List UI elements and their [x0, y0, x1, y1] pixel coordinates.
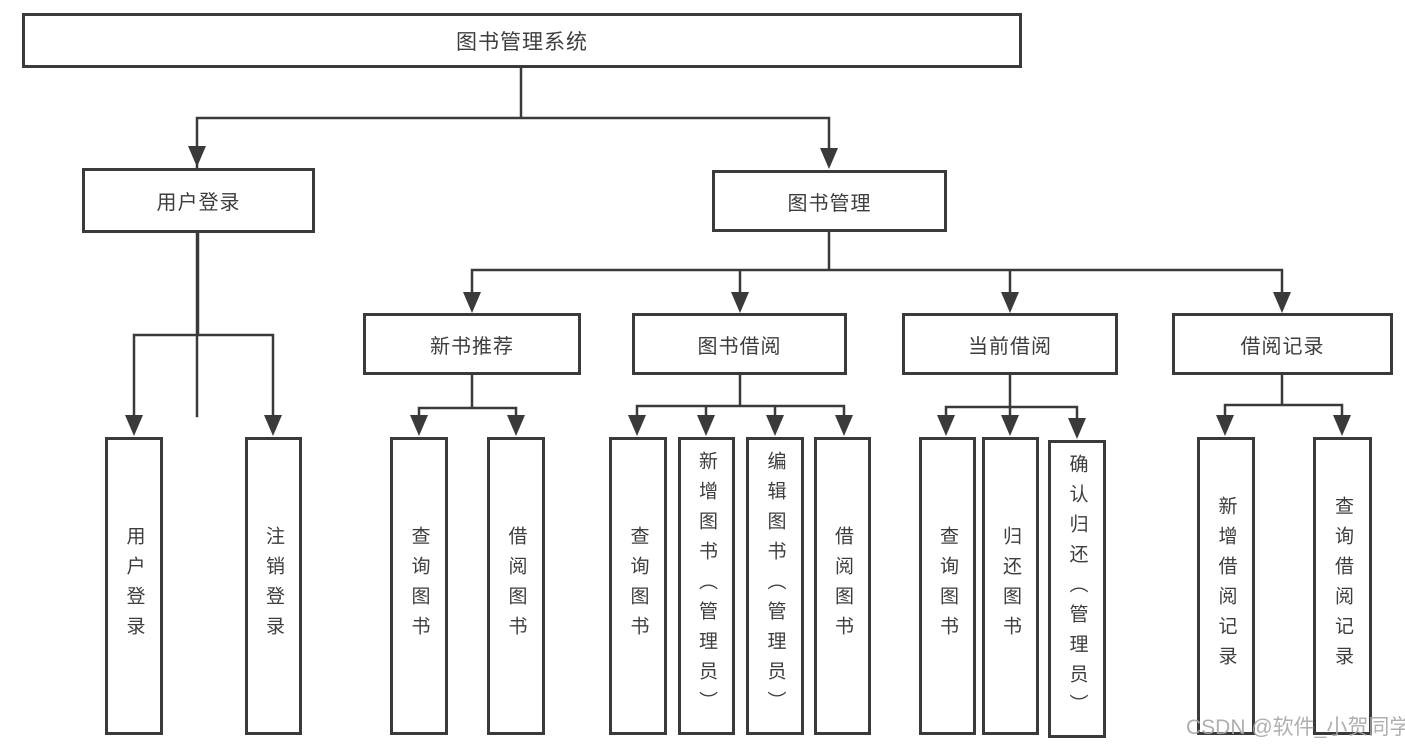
arrowhead: [1068, 418, 1086, 439]
arrowhead: [1001, 292, 1019, 313]
node-label: 编辑图书（管理员）: [764, 451, 786, 721]
leaf-query-books: 查询图书: [390, 437, 448, 735]
node-label: 归还图书: [1000, 526, 1021, 646]
node-label: 借阅图书: [505, 526, 527, 646]
node-label: 借阅记录: [1240, 335, 1325, 358]
node-label: 查询图书: [937, 526, 958, 646]
node-user-login: 用户登录: [82, 168, 315, 233]
node-label: 注销登录: [263, 526, 284, 646]
node-label: 新书推荐: [430, 335, 514, 358]
connector-borrow-children: [628, 373, 853, 436]
node-label: 新增借阅记录: [1215, 496, 1237, 676]
connector-login-children: [125, 231, 282, 436]
node-book-management: 图书管理: [712, 170, 947, 232]
connector-current-children: [937, 373, 1086, 439]
arrowhead: [188, 146, 206, 167]
node-label: 图书借阅: [697, 335, 782, 358]
arrowhead: [264, 415, 282, 436]
leaf-confirm-return-admin: 确认归还（管理员）: [1048, 440, 1106, 738]
node-book-borrowing: 图书借阅: [632, 313, 847, 375]
node-current-borrowing: 当前借阅: [902, 313, 1118, 375]
node-label: 用户登录: [123, 526, 145, 646]
arrowhead: [731, 292, 749, 313]
connector-records-children: [1216, 373, 1351, 436]
node-label: 查询图书: [627, 526, 649, 646]
arrowhead: [628, 415, 646, 436]
arrowhead: [697, 415, 715, 436]
node-label: 借阅图书: [832, 526, 853, 646]
connector-rec-children: [410, 373, 525, 436]
arrowhead: [1001, 415, 1019, 436]
node-borrow-records: 借阅记录: [1172, 313, 1393, 375]
node-label: 图书管理系统: [456, 30, 588, 54]
node-label: 新增图书（管理员）: [696, 451, 717, 721]
node-new-book-recommend: 新书推荐: [363, 313, 581, 375]
leaf-borrow-books: 借阅图书: [814, 437, 871, 735]
leaf-query-borrow-record: 查询借阅记录: [1313, 437, 1372, 735]
leaf-logout: 注销登录: [245, 437, 302, 735]
leaf-edit-books-admin: 编辑图书（管理员）: [746, 437, 804, 735]
node-label: 查询借阅记录: [1332, 496, 1353, 676]
leaf-return-books: 归还图书: [982, 437, 1039, 735]
leaf-borrow-books: 借阅图书: [487, 437, 545, 735]
csdn-watermark: CSDN @软件_小贺同学: [1186, 716, 1405, 739]
node-label: 确认归还（管理员）: [1066, 454, 1088, 724]
connector-mgmt-to-level3: [463, 230, 1291, 313]
arrowhead: [463, 292, 481, 313]
node-label: 图书管理: [787, 192, 872, 215]
arrowhead: [820, 148, 838, 169]
arrowhead: [125, 415, 143, 436]
leaf-add-books-admin: 新增图书（管理员）: [678, 437, 735, 735]
arrowhead: [835, 415, 853, 436]
leaf-add-borrow-record: 新增借阅记录: [1197, 437, 1255, 735]
leaf-query-books: 查询图书: [919, 437, 976, 735]
arrowhead: [1273, 292, 1291, 313]
arrowhead: [1333, 415, 1351, 436]
node-label: 查询图书: [408, 526, 430, 646]
arrowhead: [766, 415, 784, 436]
arrowhead: [507, 415, 525, 436]
arrowhead: [937, 415, 955, 436]
node-label: 用户登录: [156, 192, 241, 214]
node-label: 当前借阅: [968, 335, 1052, 358]
leaf-query-books: 查询图书: [609, 437, 667, 735]
node-library-management-system: 图书管理系统: [22, 13, 1022, 68]
leaf-user-login: 用户登录: [105, 437, 163, 735]
arrowhead: [410, 415, 428, 436]
arrowhead: [1216, 415, 1234, 436]
